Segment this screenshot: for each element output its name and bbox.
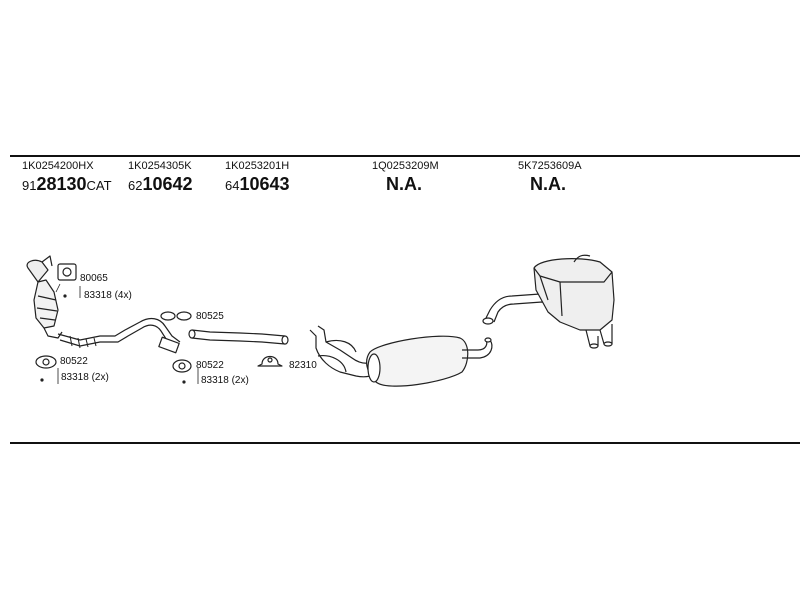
order-code: 6410643	[225, 174, 290, 195]
availability: N.A.	[386, 174, 422, 194]
callout-bolts-mid[interactable]: 83318 (2x)	[201, 375, 249, 386]
column-rear-silencer[interactable]: 5K7253609A N.A.	[518, 160, 582, 195]
callout-clamp[interactable]: 82310	[289, 360, 317, 371]
bolt-dot	[63, 294, 67, 298]
column-center-pipe[interactable]: 1K0253201H 6410643	[225, 160, 290, 195]
bolt-dot	[40, 378, 44, 382]
callout-bolts-top[interactable]: 83318 (4x)	[84, 290, 132, 301]
column-catalytic-converter[interactable]: 1K0254200HX 9128130CAT	[22, 160, 112, 195]
code-main: 10642	[142, 174, 193, 194]
leader-line	[55, 283, 81, 298]
part-number: 1K0254200HX	[22, 160, 94, 172]
part-number: 1Q0253209M	[372, 160, 439, 172]
code-main: 28130	[36, 174, 87, 194]
order-code: 6210642	[128, 174, 193, 195]
order-code: 9128130CAT	[22, 174, 112, 195]
gasket-80525-icon[interactable]	[160, 311, 192, 321]
middle-silencer[interactable]	[309, 325, 493, 387]
callout-gasket-mid[interactable]: 80522	[196, 360, 224, 371]
callout-gasket-left[interactable]: 80522	[60, 356, 88, 367]
column-front-pipe[interactable]: 1K0254305K 6210642	[128, 160, 193, 195]
part-number: 1K0253201H	[225, 160, 290, 172]
center-pipe[interactable]	[188, 329, 289, 345]
callout-gasket-mid-top[interactable]: 80525	[196, 311, 224, 322]
part-number: 5K7253609A	[518, 160, 582, 172]
gasket-80065-icon[interactable]	[57, 263, 77, 281]
callout-bolts-left[interactable]: 83318 (2x)	[61, 372, 109, 383]
availability: N.A.	[530, 174, 566, 194]
top-divider	[10, 155, 800, 157]
code-suffix: CAT	[86, 178, 112, 193]
code-main: 10643	[239, 174, 290, 194]
code-prefix: 64	[225, 178, 240, 193]
bolt-dot	[182, 380, 186, 384]
leader-line	[57, 368, 199, 384]
rear-silencer[interactable]	[482, 254, 615, 349]
gasket-80522-left-icon[interactable]	[35, 355, 57, 369]
code-prefix: 62	[128, 178, 143, 193]
callout-gasket-top[interactable]: 80065	[80, 273, 108, 284]
clamp-82310-icon[interactable]	[257, 355, 283, 367]
catalytic-converter[interactable]	[26, 255, 63, 339]
part-number: 1K0254305K	[128, 160, 192, 172]
gasket-80522-mid-icon[interactable]	[172, 359, 192, 373]
code-prefix: 91	[22, 178, 37, 193]
bottom-divider	[10, 442, 800, 444]
column-middle-silencer[interactable]: 1Q0253209M N.A.	[372, 160, 439, 195]
front-pipe[interactable]	[57, 317, 181, 354]
